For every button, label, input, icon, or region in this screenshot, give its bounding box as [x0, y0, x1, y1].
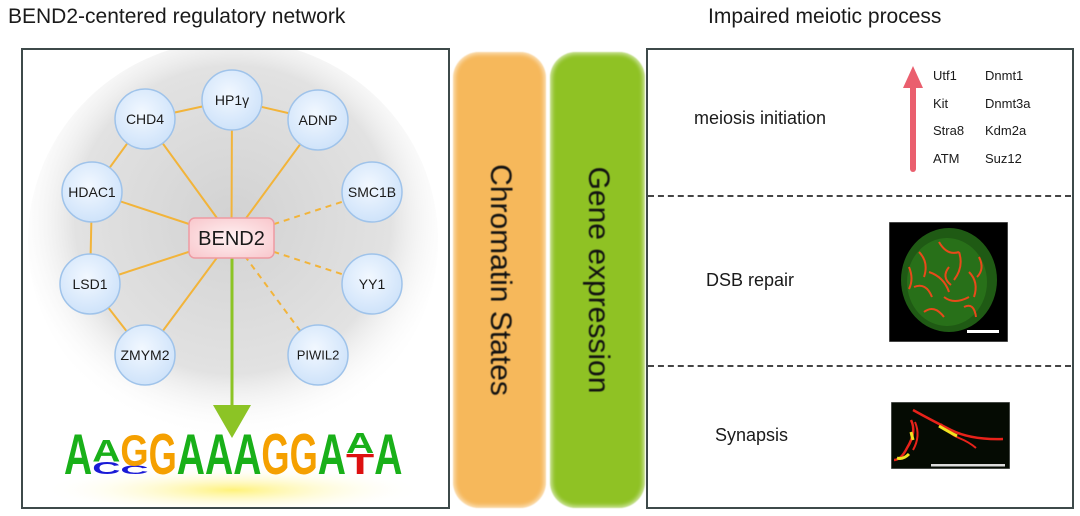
strand — [938, 241, 960, 254]
node-label: YY1 — [359, 276, 386, 292]
node-label: LSD1 — [72, 276, 107, 292]
section-label-synapsis: Synapsis — [715, 425, 789, 445]
strand — [976, 256, 983, 278]
logo-letter-A: A — [205, 422, 233, 487]
logo-letter-T: T — [346, 448, 374, 480]
dsb-repair-micrograph — [889, 222, 1008, 342]
logo-letter-G: G — [120, 426, 148, 475]
node-label: ADNP — [299, 112, 338, 128]
gene-expression-bar: Gene expression — [550, 52, 645, 508]
node-chd4: CHD4 — [114, 88, 176, 150]
node-label: HDAC1 — [68, 184, 116, 200]
logo-letter-A: A — [233, 422, 261, 487]
section-divider — [648, 195, 1071, 197]
logo-letter-C: C — [92, 458, 120, 478]
node-zmym2: ZMYM2 — [114, 324, 176, 386]
strand — [918, 251, 927, 278]
logo-letter-A: A — [318, 422, 346, 487]
strand — [928, 271, 950, 293]
left-panel-title: BEND2-centered regulatory network — [8, 5, 346, 28]
scale-bar — [967, 330, 999, 333]
right-panel-title: Impaired meiotic process — [708, 5, 942, 28]
motif-glow — [43, 466, 423, 507]
strand — [953, 251, 962, 281]
logo-letter-A: A — [374, 422, 402, 487]
strand — [908, 266, 913, 290]
node-label: PIWIL2 — [297, 348, 340, 363]
node-lsd1: LSD1 — [59, 253, 121, 315]
node-label: HP1γ — [215, 92, 249, 108]
upregulation-arrow-icon — [903, 66, 923, 172]
chromatin-states-label: Chromatin States — [483, 164, 517, 396]
node-label: SMC1B — [348, 184, 396, 200]
strand — [963, 304, 977, 318]
strand — [944, 266, 952, 286]
synapsis-micrograph — [891, 402, 1010, 469]
logo-letter-G: G — [261, 422, 289, 487]
strand — [943, 296, 970, 302]
gene-name: Kit — [933, 95, 949, 111]
node-piwil2: PIWIL2 — [287, 324, 349, 386]
node-label: CHD4 — [126, 111, 164, 127]
logo-letter-A: A — [64, 422, 92, 487]
node-adnp: ADNP — [287, 89, 349, 151]
node-hdac1: HDAC1 — [61, 161, 123, 223]
gene-name: Utf1 — [933, 68, 957, 83]
logo-letter-A: A — [177, 422, 205, 487]
node-smc1b: SMC1B — [341, 161, 403, 223]
regulation-arrow-head — [213, 405, 251, 438]
scale-bar — [931, 464, 1005, 467]
strand — [923, 307, 945, 318]
hub-label: BEND2 — [198, 228, 265, 250]
gene-expression-label: Gene expression — [581, 166, 615, 394]
node-yy1: YY1 — [341, 253, 403, 315]
section-divider — [648, 365, 1071, 367]
logo-letter-G: G — [149, 422, 177, 487]
hub-node: BEND2 — [188, 217, 275, 259]
logo-letter-A: A — [92, 432, 120, 468]
logo-letter-G: G — [290, 422, 318, 487]
gene-name: Suz12 — [985, 150, 1022, 166]
chromatin-states-bar: Chromatin States — [453, 52, 546, 508]
logo-letter-C: C — [120, 464, 148, 477]
gene-name: Dnmt3a — [985, 95, 1031, 111]
strand — [968, 271, 977, 298]
logo-letter-A: A — [346, 427, 374, 459]
section-label-meiosis-initiation: meiosis initiation — [694, 108, 827, 128]
node-label: ZMYM2 — [121, 347, 170, 363]
strand — [913, 284, 933, 298]
gene-name: Stra8 — [933, 123, 965, 138]
gene-name: Kdm2a — [985, 123, 1027, 138]
section-label-dsb-repair: DSB repair — [706, 270, 795, 290]
gene-name: ATM — [933, 150, 960, 166]
node-hp1g: HP1γ — [201, 69, 263, 131]
gene-name: Dnmt1 — [985, 68, 1024, 83]
